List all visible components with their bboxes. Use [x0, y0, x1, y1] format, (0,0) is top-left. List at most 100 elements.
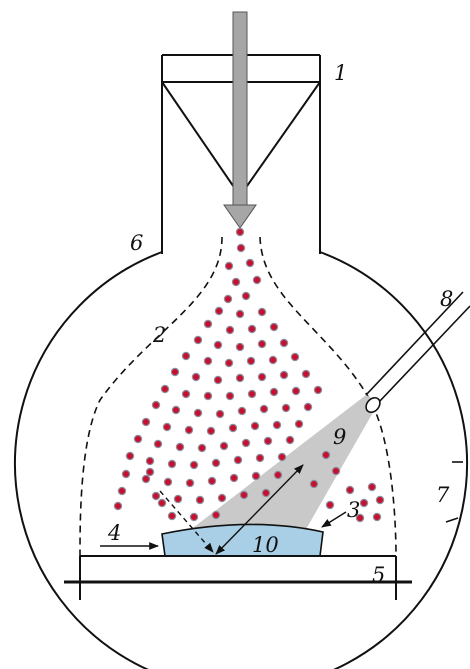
- probe-tip: [365, 396, 381, 414]
- particle: [125, 451, 135, 461]
- particle: [294, 419, 304, 429]
- particle: [189, 512, 199, 522]
- particle: [255, 453, 265, 463]
- particle: [151, 491, 161, 501]
- envelope-right: [259, 236, 397, 557]
- particle: [273, 470, 283, 480]
- feed-arrow-head: [223, 204, 257, 229]
- particle: [250, 421, 260, 431]
- particle: [145, 467, 155, 477]
- particle: [261, 488, 271, 498]
- particle: [372, 512, 382, 522]
- particle: [246, 356, 256, 366]
- particle: [235, 309, 245, 319]
- particle: [235, 227, 245, 237]
- particle: [215, 409, 225, 419]
- particle: [193, 335, 203, 345]
- particle: [141, 474, 151, 484]
- particle: [263, 436, 273, 446]
- particle: [167, 511, 177, 521]
- particle: [313, 385, 323, 395]
- particle: [162, 422, 172, 432]
- particle: [141, 417, 151, 427]
- label-7: 7: [436, 483, 450, 507]
- particle: [247, 389, 257, 399]
- substrate-platform: [64, 555, 412, 600]
- particle: [197, 443, 207, 453]
- sensor-probe: [365, 291, 470, 414]
- particle: [225, 325, 235, 335]
- label-3: 3: [347, 498, 360, 522]
- particle: [211, 458, 221, 468]
- particle: [269, 387, 279, 397]
- particle: [189, 460, 199, 470]
- particle: [325, 500, 335, 510]
- particle: [235, 373, 245, 383]
- arrow-3: [321, 511, 347, 528]
- particle: [279, 338, 289, 348]
- particle-stream: [113, 227, 385, 523]
- label-6: 6: [130, 231, 143, 255]
- particle: [151, 400, 161, 410]
- particle: [279, 370, 289, 380]
- particle: [257, 307, 267, 317]
- particle: [281, 403, 291, 413]
- liquid-pool: [161, 523, 324, 557]
- particle: [206, 426, 216, 436]
- particle: [185, 478, 195, 488]
- particle: [195, 495, 205, 505]
- particle: [355, 513, 365, 523]
- particle: [170, 367, 180, 377]
- particle: [359, 498, 369, 508]
- particle: [367, 482, 377, 492]
- particle: [203, 356, 213, 366]
- label-8: 8: [440, 287, 453, 311]
- particle: [213, 340, 223, 350]
- particle: [207, 476, 217, 486]
- particle: [231, 277, 241, 287]
- particle: [117, 486, 127, 496]
- particle: [223, 294, 233, 304]
- particle: [193, 408, 203, 418]
- label-2: 2: [152, 323, 166, 347]
- particle: [229, 473, 239, 483]
- particle: [191, 372, 201, 382]
- particle: [268, 355, 278, 365]
- particle: [233, 455, 243, 465]
- particle: [321, 450, 331, 460]
- particle: [277, 452, 287, 462]
- particle: [213, 375, 223, 385]
- probe-side-a: [365, 291, 464, 396]
- particle: [331, 466, 341, 476]
- particle: [241, 438, 251, 448]
- particle: [203, 319, 213, 329]
- feed-arrow: [223, 11, 257, 229]
- particle: [173, 494, 183, 504]
- particle: [291, 386, 301, 396]
- particle: [167, 459, 177, 469]
- particle: [257, 372, 267, 382]
- arrow-reflection: [215, 464, 304, 555]
- particle: [203, 391, 213, 401]
- feed-arrow-shaft: [232, 11, 248, 207]
- particle: [285, 435, 295, 445]
- particle: [211, 510, 221, 520]
- label-4: 4: [107, 521, 121, 545]
- particle: [181, 389, 191, 399]
- particle: [272, 420, 282, 430]
- particle: [259, 404, 269, 414]
- particle: [157, 498, 167, 508]
- label-9: 9: [333, 425, 346, 449]
- particle: [235, 342, 245, 352]
- particle: [113, 501, 123, 511]
- particle: [175, 442, 185, 452]
- particle: [309, 479, 319, 489]
- particle: [153, 439, 163, 449]
- wall-tick-lower: [445, 517, 459, 523]
- particle: [251, 471, 261, 481]
- particle: [239, 490, 249, 500]
- particle: [224, 261, 234, 271]
- particle-envelope: [79, 236, 397, 557]
- particle: [290, 352, 300, 362]
